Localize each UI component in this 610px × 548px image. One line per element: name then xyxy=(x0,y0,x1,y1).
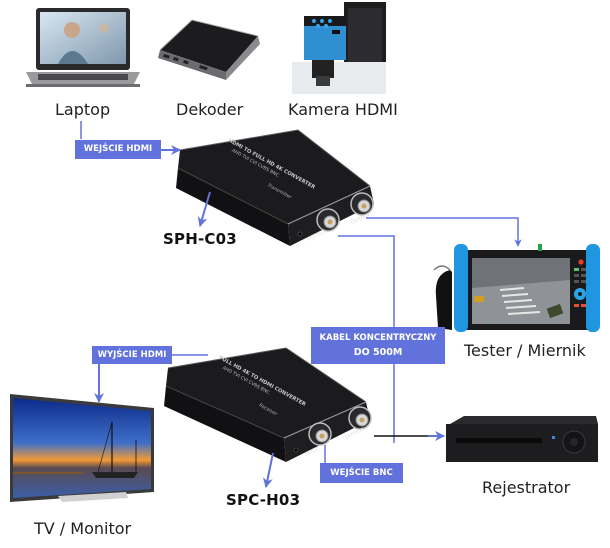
receiver-bnc-port-output xyxy=(348,406,372,430)
transmitter-bnc-port-right xyxy=(350,192,374,216)
laptop-image xyxy=(24,8,142,90)
bnc-input-tag-text: WEJŚCIE BNC xyxy=(330,467,393,478)
bnc-input-tag: WEJŚCIE BNC xyxy=(320,463,403,483)
receiver-model-label: SPC-H03 xyxy=(226,491,301,509)
receiver-bnc-port-input xyxy=(308,422,332,446)
arrow-transmitter-to-model xyxy=(197,191,211,227)
coax-cable-tag-line2: DO 500M xyxy=(353,347,403,358)
hdmi-output-tag: WYJŚCIE HDMI xyxy=(92,346,172,364)
receiver-port-input-label: INPUT xyxy=(304,446,321,458)
tester-image xyxy=(428,240,604,336)
transmitter-sph-c03: HDMI TO FULL HD 4K CONVERTER AHD TVI CVI… xyxy=(168,128,408,252)
wire-transmitter-to-tester xyxy=(366,217,522,247)
hdmi-camera-image xyxy=(292,2,386,94)
recorder-caption: Rejestrator xyxy=(482,478,571,497)
hdmi-input-tag: WEJŚCIE HDMI xyxy=(75,140,161,159)
hdmi-input-tag-text: WEJŚCIE HDMI xyxy=(83,144,153,154)
tester-caption: Tester / Miernik xyxy=(464,341,586,360)
transmitter-bnc-port-left xyxy=(316,208,340,232)
hdmi-output-tag-text: WYJŚCIE HDMI xyxy=(97,349,167,360)
wire-coax-cable xyxy=(338,235,395,443)
receiver-spc-h03: FULL HD 4K TO HDMI CONVERTER AHD TVI CVI… xyxy=(156,346,396,470)
coax-cable-tag-line1: KABEL KONCENTRYCZNY xyxy=(319,333,437,343)
tv-monitor-image xyxy=(8,392,156,508)
hdmi-camera-caption: Kamera HDMI xyxy=(288,100,398,119)
transmitter-model-label: SPH-C03 xyxy=(163,230,237,248)
arrow-receiver-to-model xyxy=(262,452,274,488)
laptop-caption: Laptop xyxy=(55,100,111,119)
decoder-image xyxy=(152,16,262,82)
decoder-caption: Dekoder xyxy=(176,100,244,119)
tv-monitor-caption: TV / Monitor xyxy=(34,519,132,538)
recorder-image xyxy=(442,416,602,466)
coax-cable-tag: KABEL KONCENTRYCZNY DO 500M xyxy=(311,327,445,364)
